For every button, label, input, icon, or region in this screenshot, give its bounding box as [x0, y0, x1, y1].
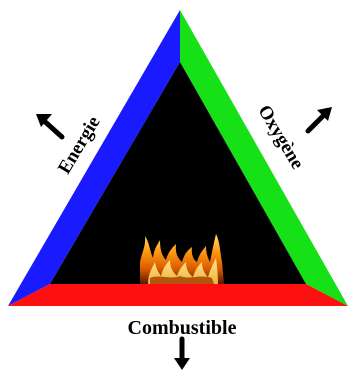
energy-arrow-icon [36, 114, 65, 140]
oxygen-side-band [180, 10, 348, 306]
oxygen-arrow-icon [305, 107, 332, 134]
triangle-interior [50, 62, 306, 284]
fuel-side-band [8, 284, 348, 306]
fire-flames-image [140, 234, 224, 284]
fuel-label: Combustible [128, 317, 237, 339]
fuel-arrow-icon [174, 336, 190, 370]
energy-side-band [8, 10, 180, 306]
